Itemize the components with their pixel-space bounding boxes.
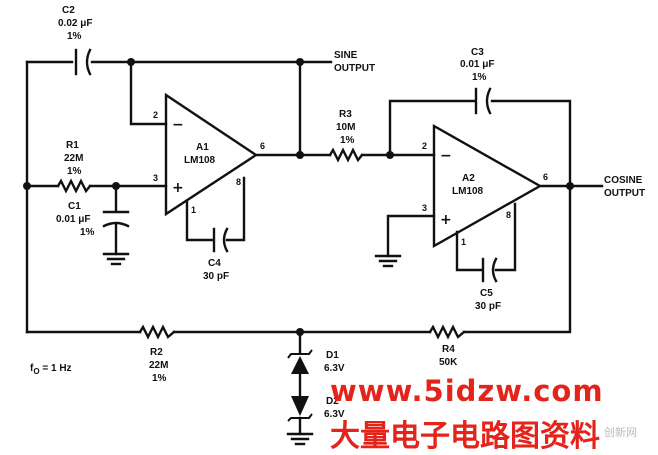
d1-ref: D1: [326, 350, 339, 361]
d1-value: 6.3V: [324, 363, 345, 374]
opamp-a1: − + A1 LM108 2 3 6 1 8: [153, 92, 265, 217]
ground-a2: [374, 254, 402, 268]
c5-ref: C5: [480, 288, 493, 299]
watermark-faint: 创新网: [604, 425, 637, 439]
a1-pin-2: 2: [153, 110, 158, 120]
zener-d1: D1 6.3V: [287, 349, 345, 374]
junction-dot: [112, 182, 120, 190]
junction-dot: [296, 328, 304, 336]
r1-value: 22M: [64, 153, 83, 164]
sine-output-word: OUTPUT: [334, 63, 375, 74]
a1-part: LM108: [184, 155, 216, 166]
watermark-url: www.5idzw.com: [330, 374, 604, 408]
capacitor-c3: C3 0.01 μF 1%: [460, 47, 494, 115]
a1-minus-sign: −: [172, 117, 184, 133]
cosine-output-label: COSINE OUTPUT: [604, 175, 645, 199]
a2-pin-2: 2: [422, 141, 427, 151]
a2-minus-sign: −: [440, 148, 452, 164]
opamp-a2: − + A2 LM108 2 3 6 1 8: [422, 123, 548, 249]
resistor-r1: R1 22M 1%: [56, 140, 92, 194]
r4-value: 50K: [439, 357, 458, 368]
a2-ref: A2: [462, 173, 475, 184]
r4-ref: R4: [442, 344, 455, 355]
zener-d2: D2 6.3V: [287, 396, 345, 422]
a1-pin-8: 8: [236, 177, 241, 187]
a2-plus-sign: +: [440, 212, 452, 228]
r2-ref: R2: [150, 347, 163, 358]
sine-output-label: SINE OUTPUT: [334, 50, 375, 74]
a2-pin-6: 6: [543, 172, 548, 182]
c2-tol: 1%: [67, 31, 82, 42]
c4-ref: C4: [208, 258, 221, 269]
capacitor-c2: C2 0.02 μF 1%: [58, 5, 92, 76]
c1-ref: C1: [68, 201, 81, 212]
junction-dot: [127, 58, 135, 66]
resistor-r3: R3 10M 1%: [328, 109, 364, 163]
r2-value: 22M: [149, 360, 168, 371]
c3-value: 0.01 μF: [460, 59, 494, 70]
a2-part: LM108: [452, 186, 484, 197]
ground-c1: [102, 252, 130, 266]
r1-tol: 1%: [67, 166, 82, 177]
r2-tol: 1%: [152, 373, 167, 384]
ground-diodes: [286, 432, 314, 446]
junction-dots: [23, 58, 574, 336]
c3-ref: C3: [471, 47, 484, 58]
c1-tol: 1%: [80, 227, 95, 238]
a1-pin-1: 1: [191, 205, 196, 215]
r1-ref: R1: [66, 140, 79, 151]
junction-dot: [296, 151, 304, 159]
a2-pin-3: 3: [422, 203, 427, 213]
d2-ref: D2: [326, 396, 339, 407]
a1-plus-sign: +: [172, 180, 184, 196]
junction-dot: [386, 151, 394, 159]
resistor-r4: R4 50K: [428, 324, 466, 368]
r3-tol: 1%: [340, 135, 355, 146]
a2-pin-1: 1: [461, 237, 466, 247]
a2-pin-8: 8: [506, 210, 511, 220]
a1-ref: A1: [196, 142, 209, 153]
c1-value: 0.01 μF: [56, 214, 90, 225]
junction-dot: [296, 58, 304, 66]
r3-ref: R3: [339, 109, 352, 120]
junction-dot: [566, 182, 574, 190]
capacitor-c1: C1 0.01 μF 1%: [56, 201, 130, 238]
resistor-r2: R2 22M 1%: [138, 324, 176, 384]
c2-ref: C2: [62, 5, 75, 16]
a1-pin-3: 3: [153, 173, 158, 183]
c3-tol: 1%: [472, 72, 487, 83]
c2-value: 0.02 μF: [58, 18, 92, 29]
a1-pin-6: 6: [260, 141, 265, 151]
cosine-label: COSINE: [604, 175, 643, 186]
sine-label: SINE: [334, 50, 358, 61]
cosine-output-word: OUTPUT: [604, 188, 645, 199]
watermark-title: 大量电子电路图资料: [330, 419, 600, 454]
junction-dot: [23, 182, 31, 190]
c5-value: 30 pF: [475, 301, 501, 312]
capacitor-c4: C4 30 pF: [203, 227, 229, 282]
r3-value: 10M: [336, 122, 355, 133]
d2-value: 6.3V: [324, 409, 345, 420]
frequency-note: fO = 1 Hz: [30, 363, 72, 376]
c4-value: 30 pF: [203, 271, 229, 282]
capacitor-c5: C5 30 pF: [475, 257, 501, 312]
